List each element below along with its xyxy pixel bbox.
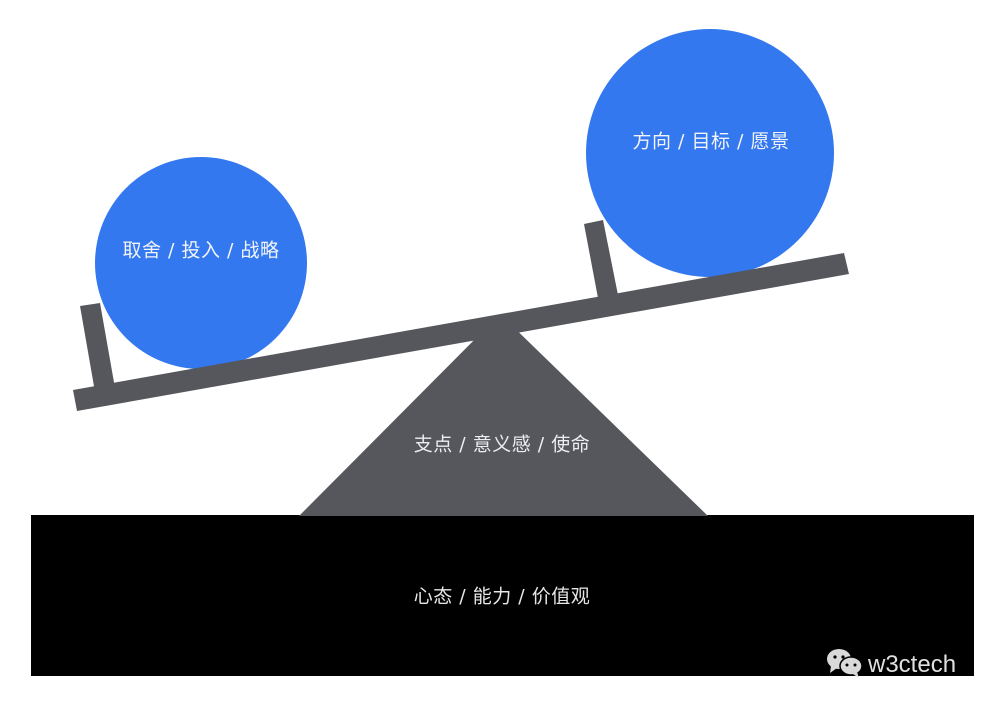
base-label: 心态 / 能力 / 价值观 xyxy=(413,585,591,608)
fulcrum-triangle xyxy=(299,314,708,516)
right-ball-label: 方向 / 目标 / 愿景 xyxy=(632,130,790,153)
watermark: w3ctech xyxy=(826,648,957,682)
right-ball xyxy=(586,29,834,277)
wechat-icon xyxy=(826,648,864,682)
fulcrum-label: 支点 / 意义感 / 使命 xyxy=(413,433,591,456)
left-ball xyxy=(95,157,307,369)
left-ball-label: 取舍 / 投入 / 战略 xyxy=(122,239,280,262)
right-post xyxy=(584,220,618,298)
left-post xyxy=(80,303,115,392)
watermark-text: w3ctech xyxy=(868,651,957,678)
base-block xyxy=(31,515,974,676)
seesaw-beam xyxy=(73,253,849,411)
